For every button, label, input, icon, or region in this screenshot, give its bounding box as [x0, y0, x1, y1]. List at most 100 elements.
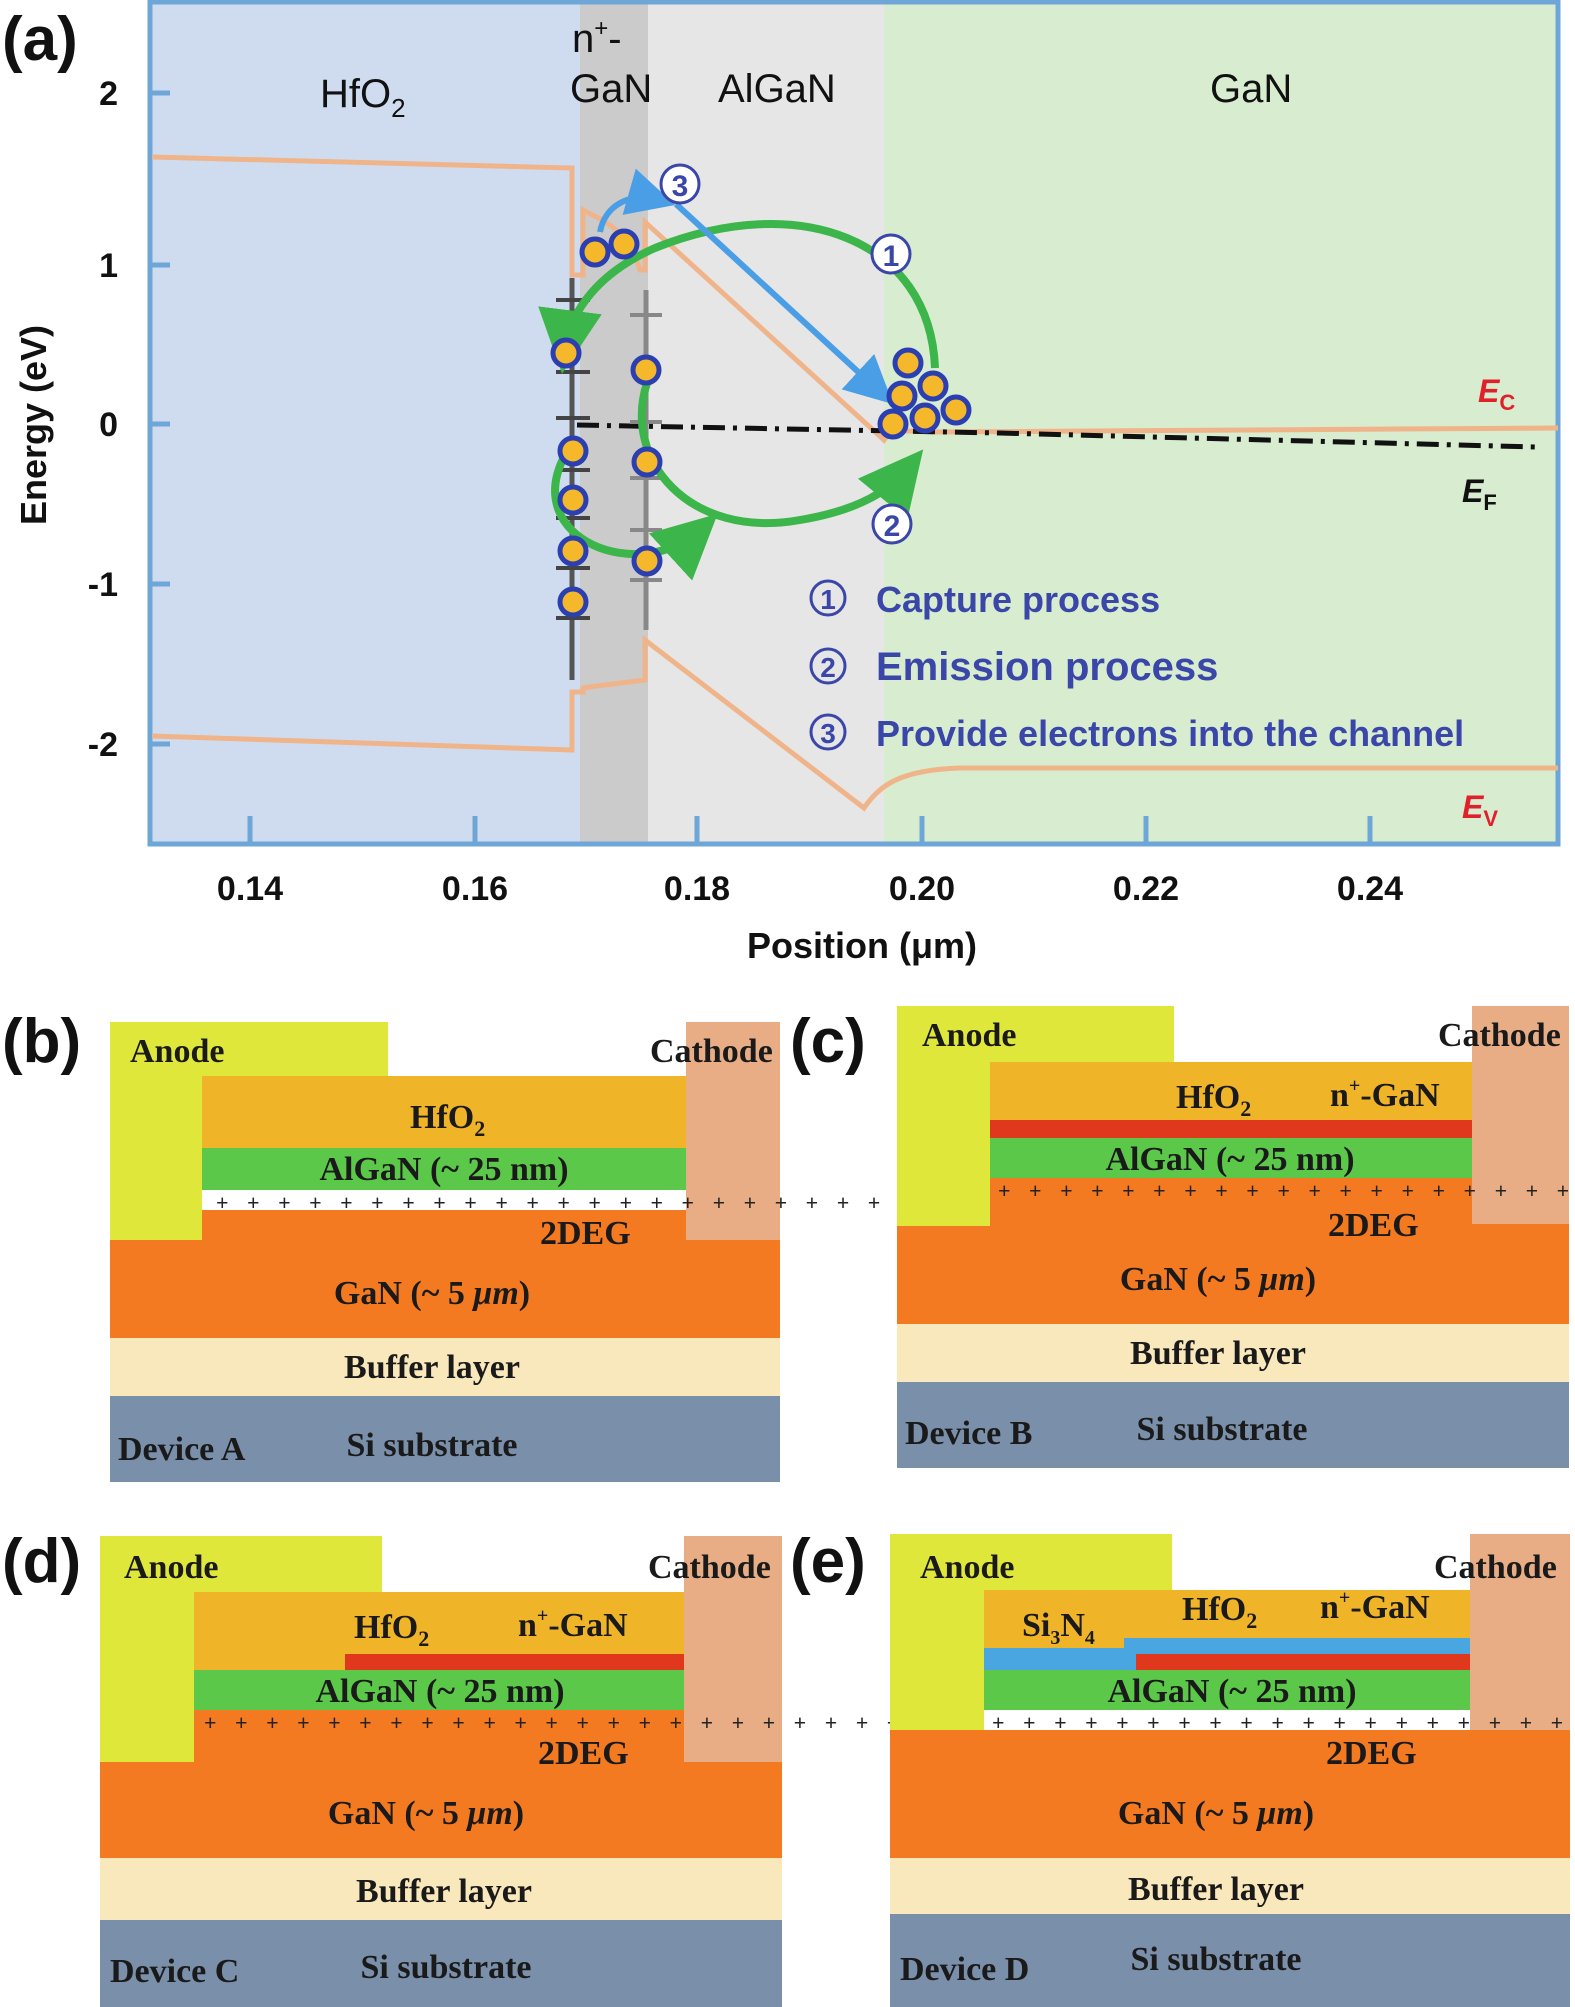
algan-label: AlGaN (~ 25 nm) — [315, 1673, 564, 1710]
substrate-label: Si substrate — [347, 1427, 518, 1464]
hfo2-label: HfO2 — [354, 1609, 429, 1651]
buffer-layer — [890, 1858, 1570, 1914]
buffer-layer — [897, 1324, 1569, 1382]
electron-icon — [631, 446, 663, 478]
electron-icon — [608, 228, 640, 260]
anode-label: Anode — [920, 1549, 1014, 1586]
electron-icon — [940, 394, 972, 426]
region-label-gan: GaN — [1210, 67, 1292, 111]
substrate-layer — [100, 1920, 782, 2007]
marker-1: 1 — [870, 233, 912, 275]
x-tick-label: 0.16 — [442, 870, 508, 908]
twodeg-label: 2DEG — [538, 1735, 629, 1772]
substrate-label: Si substrate — [1137, 1411, 1308, 1448]
y-tick-label: 0 — [99, 406, 118, 444]
substrate-layer — [890, 1914, 1570, 2007]
algan-label: AlGaN (~ 25 nm) — [319, 1151, 568, 1188]
ngan-label: n+-GaN — [518, 1605, 628, 1644]
twodeg-region — [194, 1710, 684, 1762]
x-axis-title: Position (μm) — [747, 925, 977, 966]
buffer-layer — [110, 1338, 780, 1396]
twodeg-label: 2DEG — [540, 1215, 631, 1252]
si3n4-layer — [984, 1638, 1470, 1670]
anode-contact — [890, 1534, 1172, 1730]
hfo2-layer — [194, 1592, 684, 1670]
region-label-ngan-top: n+- — [572, 15, 622, 61]
twodeg-label: 2DEG — [1328, 1207, 1419, 1244]
region-label-algan: AlGaN — [718, 67, 836, 111]
emission-arrow — [637, 378, 924, 528]
electron-icon — [557, 484, 589, 516]
anode-contact — [110, 1022, 388, 1240]
twodeg-charges: + + + + + + + + + + + + + + + + + + + + … — [216, 1190, 918, 1215]
electrons — [550, 228, 972, 618]
x-tick-label: 0.14 — [217, 870, 283, 908]
electron-icon — [557, 435, 589, 467]
gan-layer — [110, 1210, 780, 1338]
buffer-label: Buffer layer — [1128, 1871, 1304, 1908]
device-label: Device C — [110, 1953, 239, 1990]
algan-layer — [194, 1670, 684, 1710]
cathode-contact — [1472, 1006, 1569, 1224]
electron-icon — [917, 370, 949, 402]
substrate-label: Si substrate — [361, 1949, 532, 1986]
legend-item-capture: 1 Capture process — [809, 579, 1160, 620]
electron-icon — [557, 586, 589, 618]
hfo2-label: HfO2 — [1182, 1591, 1257, 1633]
electron-icon — [892, 347, 924, 379]
panel-b: (b) + + + + + + + + + + + + + + + + + + … — [2, 1007, 918, 1482]
hfo2-layer — [990, 1062, 1472, 1120]
gan-layer — [897, 1224, 1569, 1324]
region-label-hfo2: HfO2 — [320, 72, 406, 123]
marker-2: 2 — [871, 503, 913, 545]
twodeg-label: 2DEG — [1326, 1735, 1417, 1772]
electron-icon — [631, 545, 663, 577]
panel-d-letter: (d) — [2, 1527, 81, 1596]
x-ticks — [247, 816, 1373, 844]
svg-text:2: 2 — [884, 510, 901, 543]
y-tick-label: -1 — [88, 566, 118, 604]
cathode-label: Cathode — [650, 1033, 773, 1070]
cathode-contact — [684, 1536, 782, 1762]
anode-label: Anode — [124, 1549, 218, 1586]
twodeg-region — [990, 1178, 1472, 1224]
ngan-label: n+-GaN — [1320, 1587, 1430, 1626]
provide-arrow-curve — [597, 168, 676, 233]
buffer-layer — [100, 1858, 782, 1920]
device-label: Device A — [118, 1431, 246, 1468]
svg-text:Emission process: Emission process — [876, 645, 1218, 689]
capture-arrow — [538, 220, 939, 374]
electron-icon — [909, 402, 941, 434]
ngan-layer — [345, 1654, 684, 1670]
twodeg-charges: + + + + + + + + + + + + + + + + + + + + … — [204, 1710, 906, 1735]
gan-label: GaN (~ 5 μm) — [1118, 1795, 1314, 1832]
legend-item-emission: 2 Emission process — [809, 645, 1218, 689]
twodeg-charges: + + + + + + + + + + + + + + + + + + + + … — [992, 1710, 1575, 1735]
cathode-label: Cathode — [1434, 1549, 1557, 1586]
device-label: Device B — [905, 1415, 1032, 1452]
gan-label: GaN (~ 5 μm) — [328, 1795, 524, 1832]
region-algan-bg — [648, 2, 884, 844]
x-tick-label: 0.24 — [1337, 870, 1403, 908]
si3n4-label: Si3N4 — [1022, 1607, 1095, 1649]
algan-layer — [984, 1670, 1470, 1710]
ngan-label: n+-GaN — [1330, 1075, 1440, 1114]
marker-3: 3 — [659, 163, 701, 205]
region-hfo2-bg — [150, 2, 580, 844]
provide-arrow-line — [673, 201, 894, 405]
buffer-label: Buffer layer — [356, 1873, 532, 1910]
panel-c-letter: (c) — [790, 1007, 866, 1076]
twodeg-charges: + + + + + + + + + + + + + + + + + + + + … — [998, 1178, 1575, 1203]
svg-text:3: 3 — [672, 170, 689, 203]
gan-label: GaN (~ 5 μm) — [1120, 1261, 1316, 1298]
cathode-label: Cathode — [648, 1549, 771, 1586]
algan-layer — [990, 1138, 1472, 1178]
y-axis-title: Energy (eV) — [13, 325, 54, 525]
legend-item-provide: 3 Provide electrons into the channel — [809, 713, 1464, 754]
y-tick-label: 2 — [99, 75, 118, 113]
algan-label: AlGaN (~ 25 nm) — [1105, 1141, 1354, 1178]
x-tick-label: 0.18 — [664, 870, 730, 908]
gan-layer — [100, 1762, 782, 1858]
region-label-ngan-bottom: GaN — [570, 67, 652, 111]
